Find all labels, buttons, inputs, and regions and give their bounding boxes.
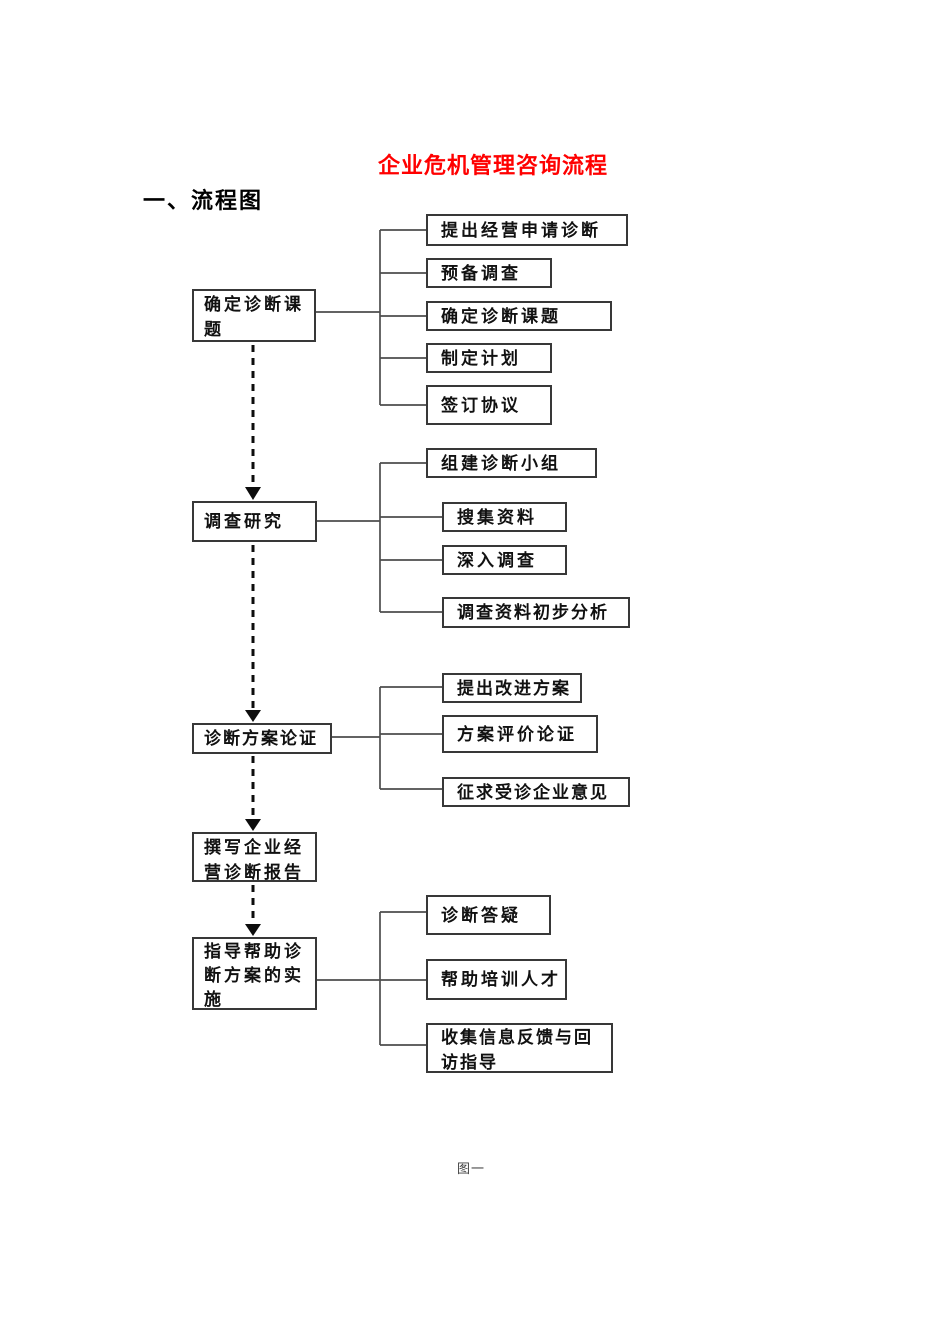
connector-tree-group-5 [317, 911, 426, 1046]
sub-step-box-5-3: 收集信息反馈与回访指导 [426, 1023, 613, 1073]
main-step-box-3: 诊断方案论证 [192, 723, 332, 754]
sub-step-box-1-3: 确定诊断课题 [426, 301, 612, 331]
arrowhead-icon [245, 924, 261, 936]
connector-tree-group-1 [316, 229, 426, 406]
sub-step-box-1-5: 签订协议 [426, 385, 552, 425]
sub-step-box-1-2: 预备调查 [426, 258, 552, 288]
sub-step-box-2-3: 深入调查 [442, 545, 567, 575]
arrowhead-icon [245, 487, 261, 500]
sub-step-box-2-2: 搜集资料 [442, 502, 567, 532]
main-step-box-4: 撰写企业经营诊断报告 [192, 832, 317, 882]
section-heading: 一、流程图 [143, 188, 264, 213]
dashed-arrow-step2-step3 [245, 545, 261, 722]
sub-step-box-1-4: 制定计划 [426, 343, 552, 373]
dashed-arrow-step4-step5 [245, 885, 261, 936]
sub-step-box-5-2: 帮助培训人才 [426, 959, 567, 1000]
dashed-arrow-step1-step2 [245, 345, 261, 500]
arrowhead-icon [245, 819, 261, 831]
sub-step-box-3-3: 征求受诊企业意见 [442, 777, 630, 807]
main-step-box-1: 确定诊断课题 [192, 289, 316, 342]
page-title: 企业危机管理咨询流程 [378, 153, 609, 178]
figure-caption: 图一 [457, 1161, 486, 1176]
sub-step-box-1-1: 提出经营申请诊断 [426, 214, 628, 246]
main-step-box-5: 指导帮助诊断方案的实施 [192, 937, 317, 1010]
connector-tree-group-3 [332, 686, 442, 790]
arrowhead-icon [245, 710, 261, 722]
sub-step-box-5-1: 诊断答疑 [426, 895, 551, 935]
connector-tree-group-2 [317, 462, 442, 613]
sub-step-box-2-4: 调查资料初步分析 [442, 597, 630, 628]
main-step-box-2: 调查研究 [192, 501, 317, 542]
sub-step-box-2-1: 组建诊断小组 [426, 448, 597, 478]
sub-step-box-3-1: 提出改进方案 [442, 673, 582, 703]
sub-step-box-3-2: 方案评价论证 [442, 715, 598, 753]
dashed-arrow-step3-step4 [245, 756, 261, 831]
